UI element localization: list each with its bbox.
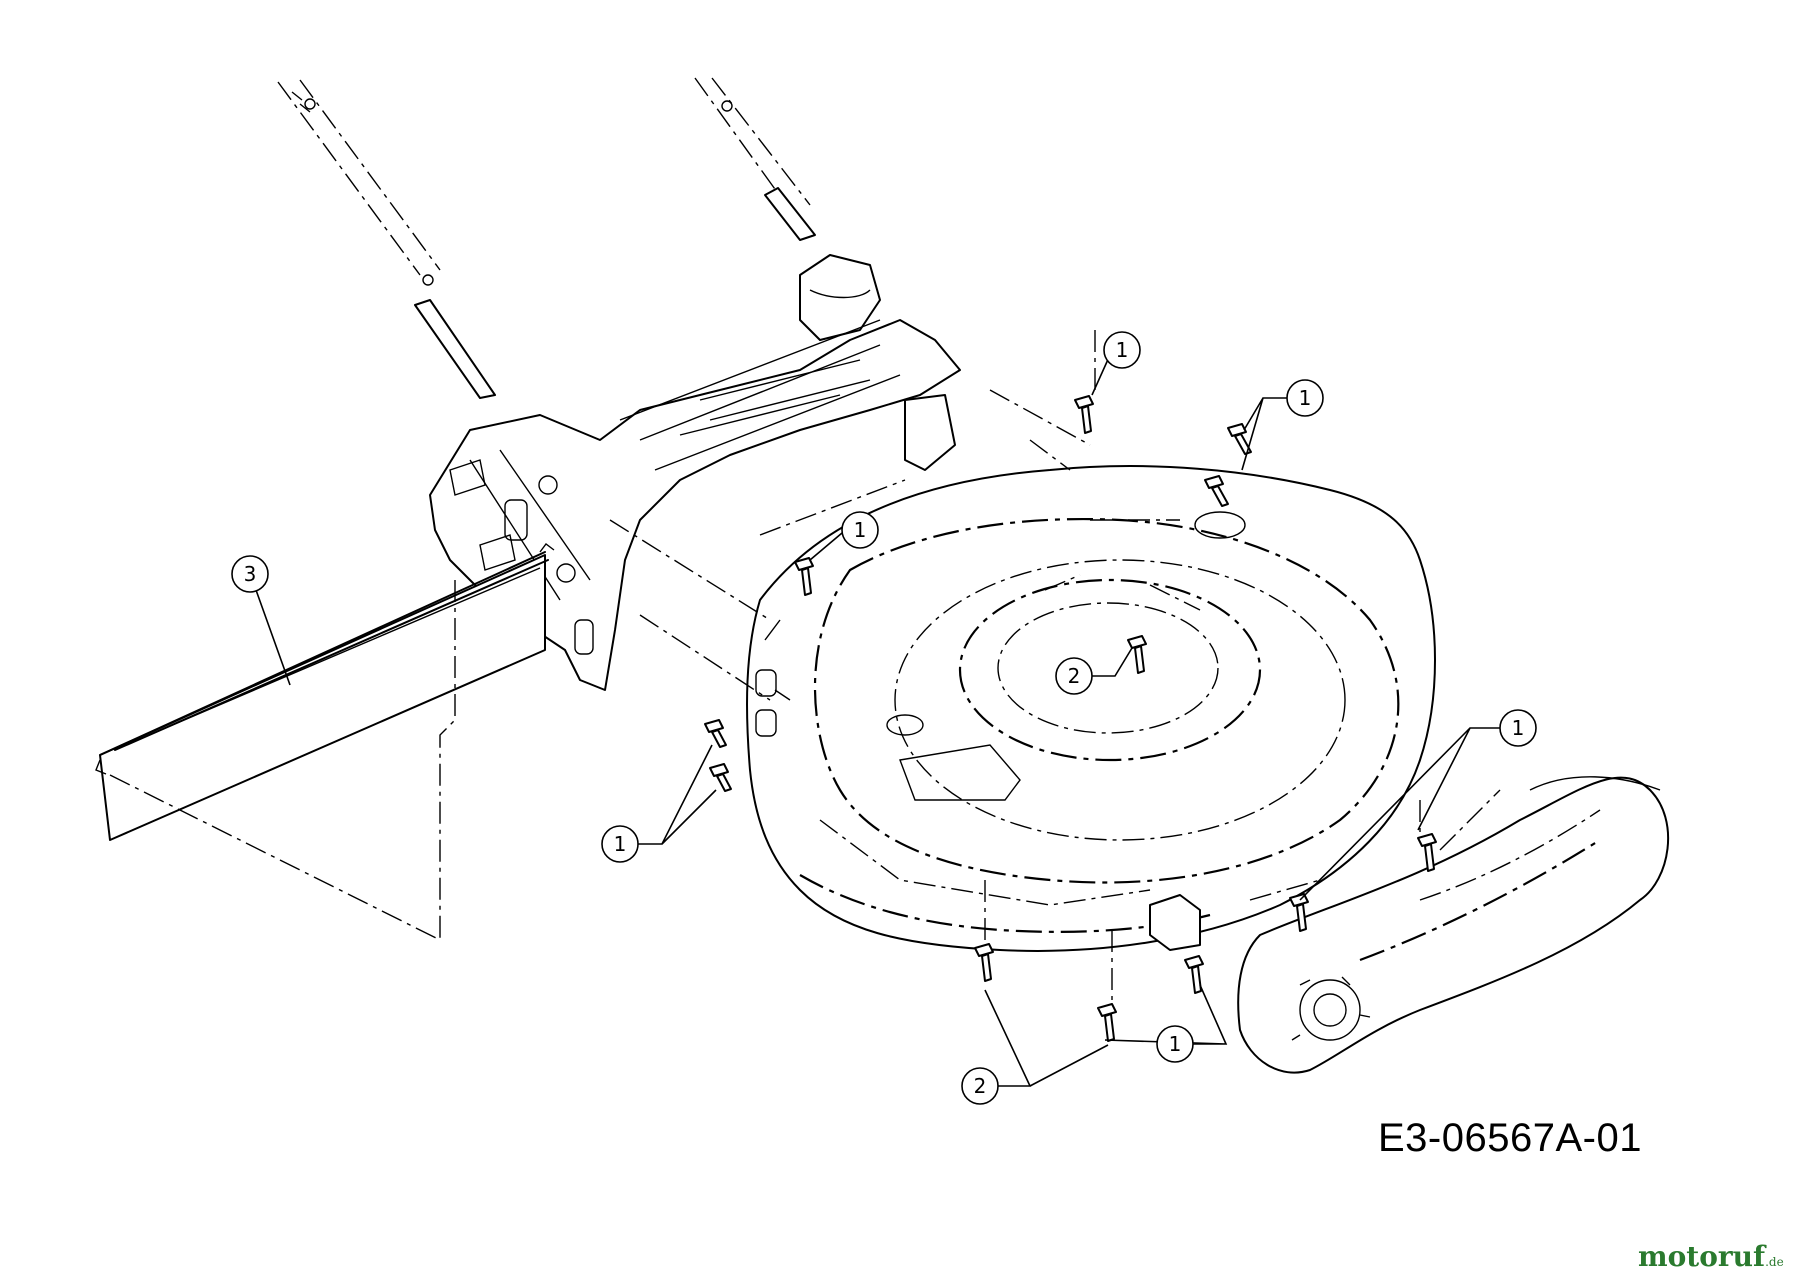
callout-1-bottom: 1 bbox=[1104, 984, 1228, 1063]
callout-label: 1 bbox=[1169, 1032, 1182, 1056]
callout-1-right-lower: 1 bbox=[1299, 709, 1537, 901]
rear-flap bbox=[95, 543, 555, 941]
callout-label: 1 bbox=[1116, 338, 1129, 362]
callout-1-left: 1 bbox=[601, 744, 717, 863]
callout-label: 1 bbox=[614, 832, 627, 856]
bolts bbox=[704, 330, 1437, 1042]
callout-label: 2 bbox=[1068, 664, 1081, 688]
callout-label: 1 bbox=[1512, 716, 1525, 740]
rear-frame-assembly bbox=[429, 254, 961, 691]
wheel-housing bbox=[1237, 776, 1670, 1074]
drawing-number: E3-06567A-01 bbox=[1378, 1116, 1642, 1160]
callout-label: 1 bbox=[854, 518, 867, 542]
handle-rails bbox=[277, 77, 816, 399]
callout-2-center: 2 bbox=[1055, 647, 1133, 695]
callout-label: 3 bbox=[244, 562, 257, 586]
callout-label: 2 bbox=[974, 1074, 987, 1098]
callouts: 1 1 1 3 2 1 1 bbox=[231, 331, 1537, 1105]
callout-label: 1 bbox=[1299, 386, 1312, 410]
watermark-tld: .de bbox=[1765, 1255, 1784, 1269]
mower-deck bbox=[609, 389, 1436, 952]
callout-1-top: 1 bbox=[1091, 331, 1141, 396]
watermark-brand: motoruf bbox=[1638, 1240, 1766, 1273]
watermark-logo: motoruf.de bbox=[1638, 1240, 1784, 1273]
callout-3-flap: 3 bbox=[231, 555, 291, 686]
callout-1-center-left: 1 bbox=[809, 511, 879, 561]
callout-2-bottom: 2 bbox=[961, 989, 1109, 1105]
callout-1-right-upper: 1 bbox=[1241, 379, 1324, 471]
